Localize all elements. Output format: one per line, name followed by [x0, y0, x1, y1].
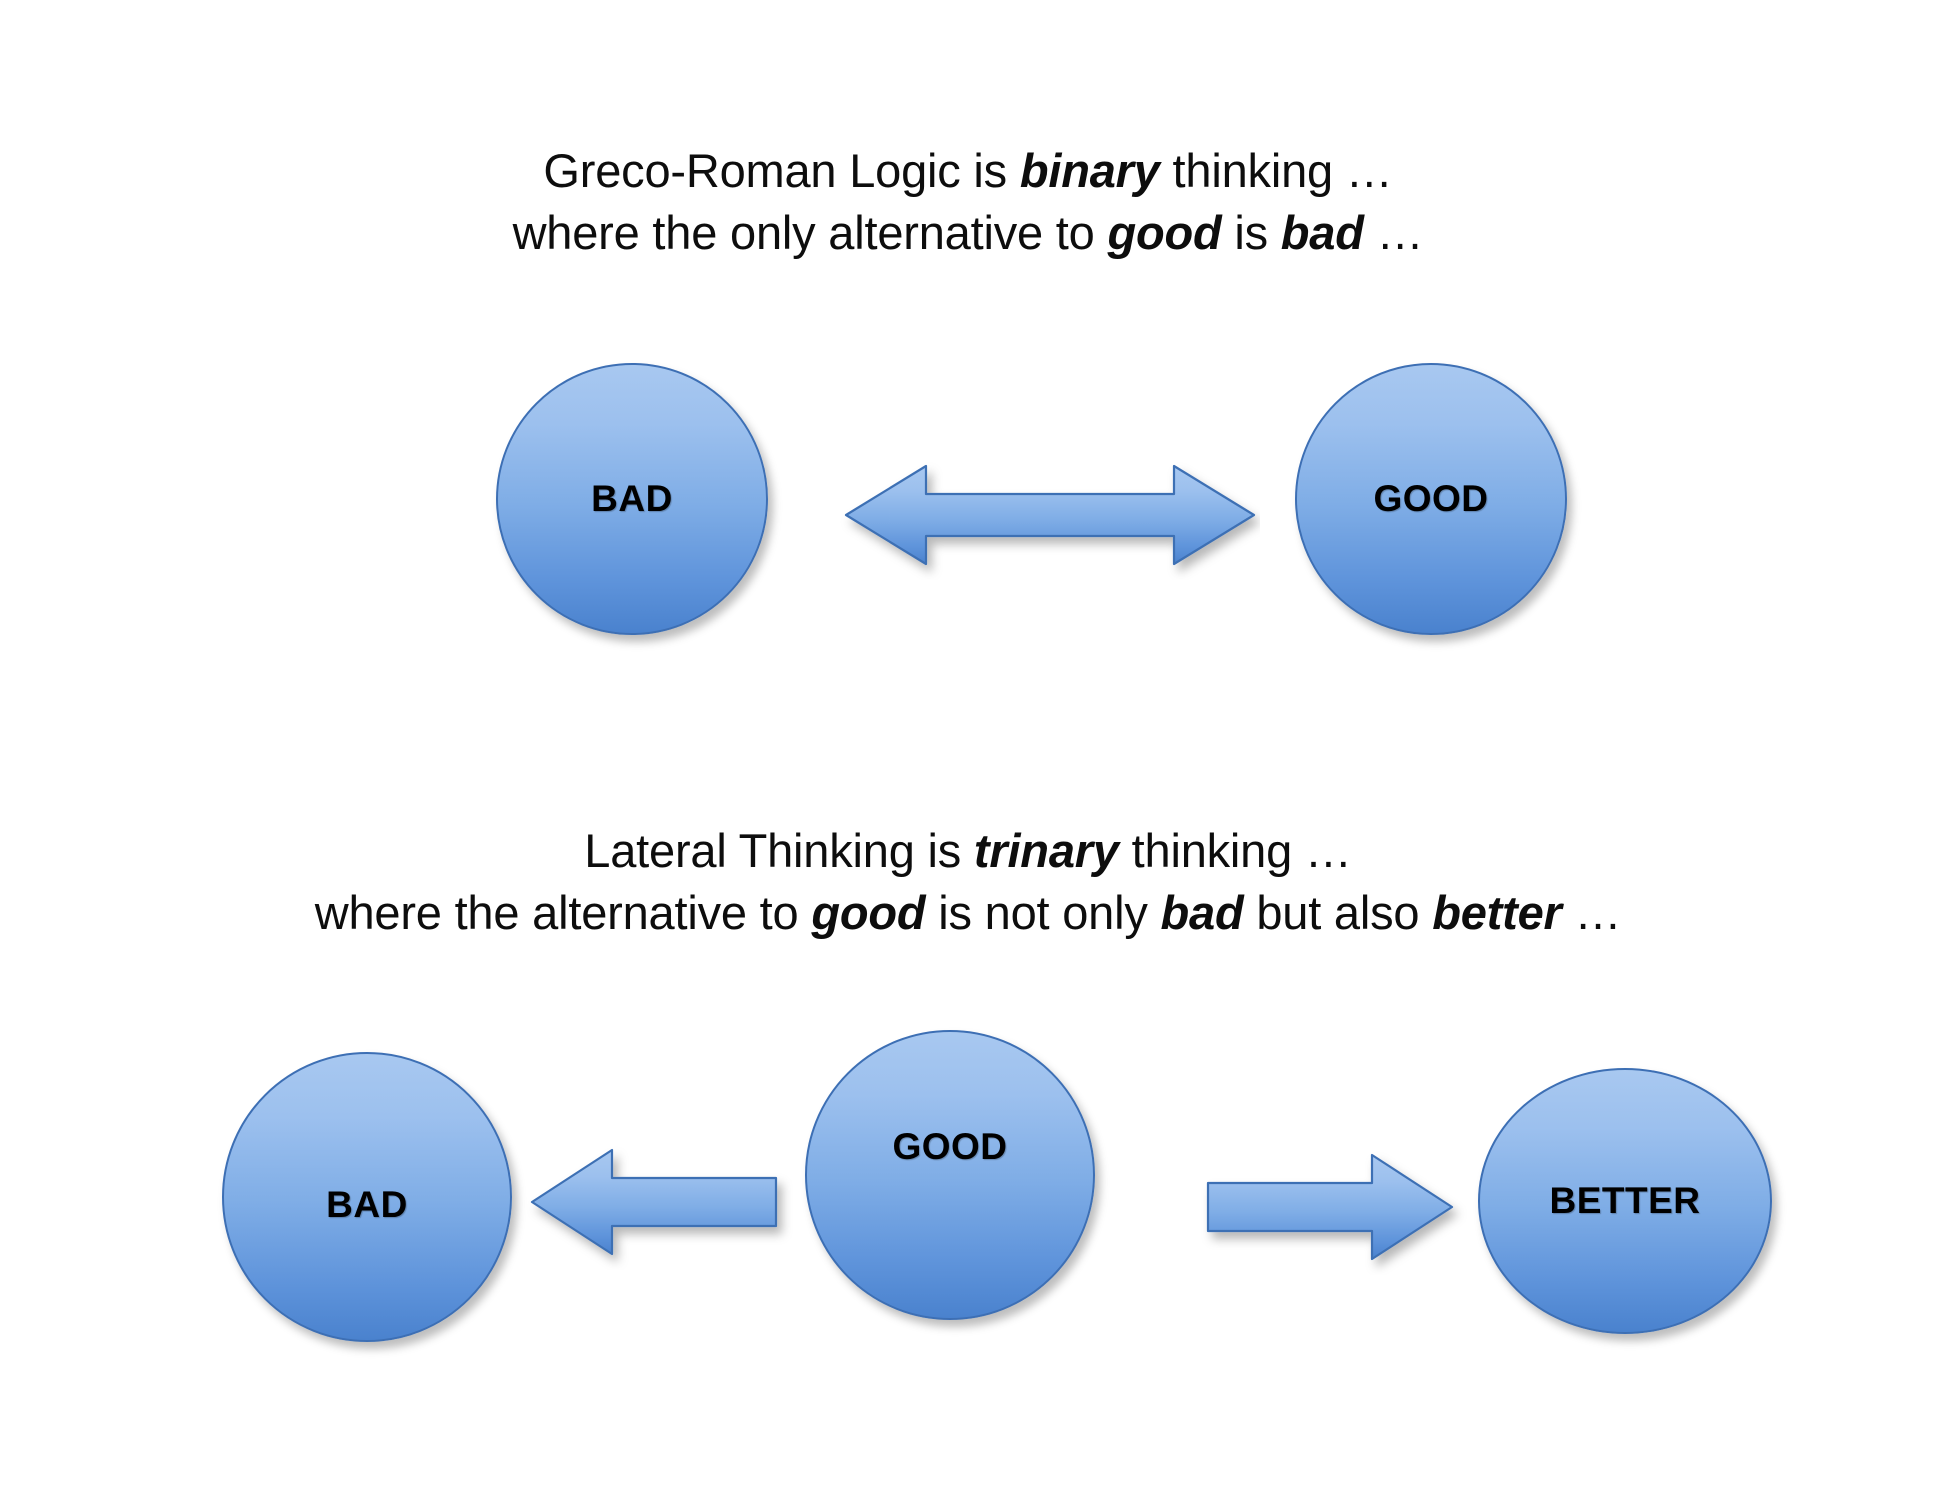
bottom-caption-line1-text2: thinking …: [1118, 824, 1352, 877]
node-good-top[interactable]: GOOD: [1295, 363, 1567, 635]
top-caption-line2-text3: …: [1363, 206, 1424, 260]
top-caption-line2-text1: where the only alternative to: [512, 206, 1108, 260]
top-caption-line1-emphasis: binary: [1019, 144, 1160, 197]
node-good-bottom[interactable]: GOOD: [805, 1030, 1095, 1320]
top-caption-line1-text1: Greco-Roman Logic is: [543, 144, 1020, 197]
top-caption-line2-emphasis-good: good: [1107, 206, 1222, 260]
bottom-caption-line-1: Lateral Thinking is trinary thinking …: [0, 820, 1936, 882]
bottom-caption: Lateral Thinking is trinary thinking … w…: [0, 820, 1936, 944]
top-caption-line2-text2: is: [1221, 206, 1281, 260]
node-good-bottom-label: GOOD: [892, 1126, 1008, 1167]
arrow-right-icon: [1190, 1145, 1470, 1280]
arrow-left-icon: [526, 1140, 806, 1275]
node-bad-top-label: BAD: [591, 478, 673, 519]
bottom-caption-line2-emphasis-good: good: [811, 886, 926, 940]
bottom-caption-line1-text1: Lateral Thinking is: [584, 824, 974, 877]
node-bad-top[interactable]: BAD: [496, 363, 768, 635]
top-caption: Greco-Roman Logic is binary thinking … w…: [0, 140, 1936, 264]
top-caption-line1-text2: thinking …: [1159, 144, 1393, 197]
bottom-caption-line2-emphasis-bad: bad: [1160, 886, 1244, 940]
bottom-caption-line2-text4: …: [1561, 886, 1622, 940]
top-caption-line2-emphasis-bad: bad: [1280, 206, 1364, 260]
top-caption-line-1: Greco-Roman Logic is binary thinking …: [0, 140, 1936, 202]
bottom-caption-line-2: where the alternative to good is not onl…: [0, 882, 1936, 944]
double-headed-arrow-icon: [840, 450, 1260, 585]
node-better-bottom-label: BETTER: [1549, 1180, 1701, 1221]
bottom-caption-line2-text1: where the alternative to: [314, 886, 812, 940]
top-diagram-row: BAD GOOD: [0, 355, 1936, 655]
bottom-caption-line2-text3: but also: [1243, 886, 1433, 940]
bottom-caption-line2-text2: is not only: [925, 886, 1161, 940]
node-better-bottom[interactable]: BETTER: [1478, 1068, 1772, 1334]
top-caption-line-2: where the only alternative to good is ba…: [0, 202, 1936, 264]
bottom-caption-line2-emphasis-better: better: [1432, 886, 1562, 940]
bottom-diagram-row: BAD GOOD: [0, 1030, 1936, 1342]
node-bad-bottom-label: BAD: [326, 1184, 408, 1225]
bottom-caption-line1-emphasis: trinary: [973, 824, 1119, 877]
node-bad-bottom[interactable]: BAD: [222, 1052, 512, 1342]
node-good-top-label: GOOD: [1373, 478, 1489, 519]
